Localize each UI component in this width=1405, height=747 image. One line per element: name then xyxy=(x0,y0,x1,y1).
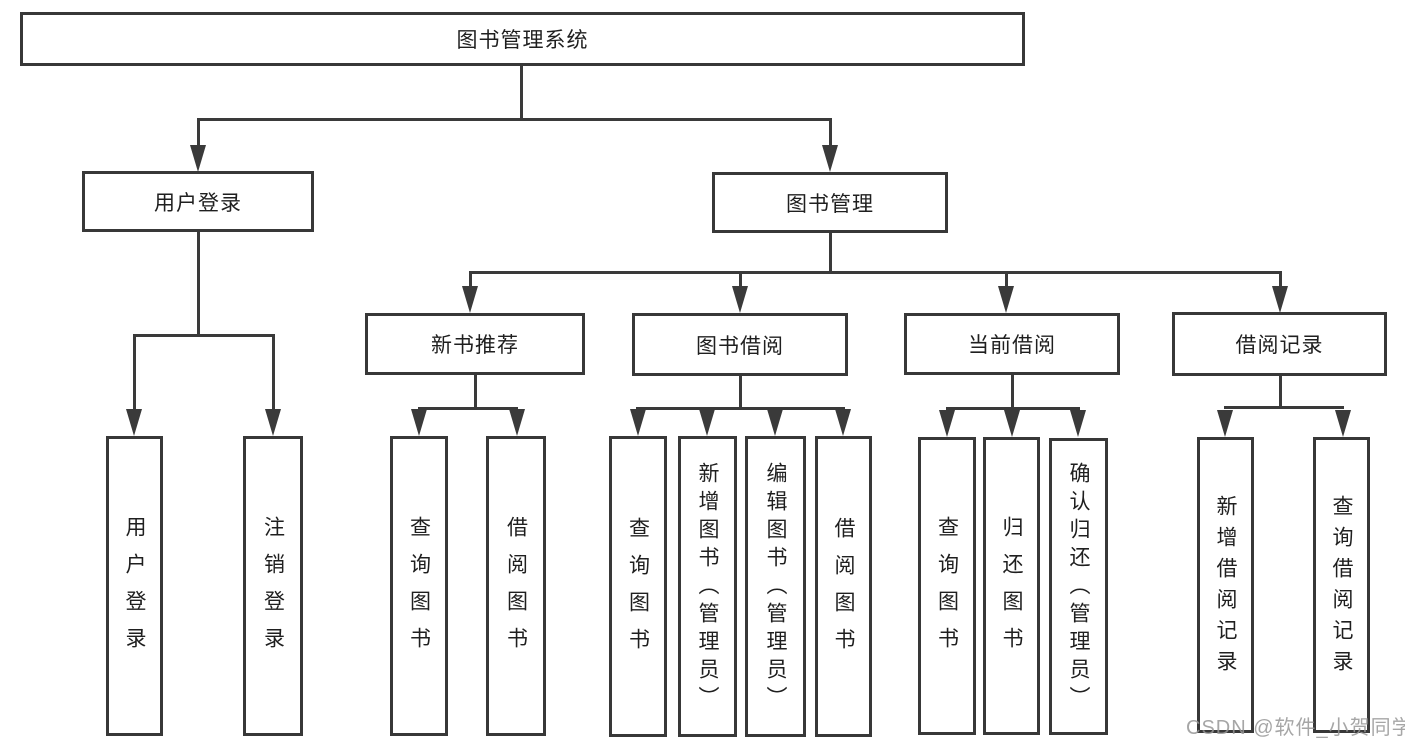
connector-user-login-stub xyxy=(197,232,200,337)
connector-record-rail xyxy=(1224,406,1344,409)
arrowhead-bb-borrow xyxy=(835,409,851,436)
leaf-cb-return-book: 归还图书 xyxy=(983,437,1040,735)
connector-current-drop xyxy=(1005,271,1008,287)
connector-level3-rail xyxy=(469,271,1282,274)
arrowhead-cb-confirm xyxy=(1070,410,1086,437)
connector-borrow-rail xyxy=(636,407,845,410)
leaf-bb-edit-book-admin: 编辑图书（管理员） xyxy=(745,436,806,737)
connector-book-mgmt-drop xyxy=(829,118,832,148)
node-root-library-system: 图书管理系统 xyxy=(20,12,1025,66)
connector-user-login-drop xyxy=(197,118,200,148)
connector-borrow-drop xyxy=(739,271,742,287)
leaf-br-add-record: 新增借阅记录 xyxy=(1197,437,1254,733)
arrowhead-borrow xyxy=(732,286,748,313)
arrowhead-newbook xyxy=(462,286,478,313)
arrowhead-newbook-borrow xyxy=(509,409,525,436)
arrowhead-bb-add xyxy=(699,409,715,436)
arrowhead-bb-query xyxy=(630,409,646,436)
leaf-logout: 注销登录 xyxy=(243,436,303,736)
leaf-user-login: 用户登录 xyxy=(106,436,163,736)
arrowhead-bb-edit xyxy=(767,409,783,436)
leaf-bb-borrow-book: 借阅图书 xyxy=(815,436,872,737)
connector-user-login-rail xyxy=(133,334,274,337)
node-user-login: 用户登录 xyxy=(82,171,314,232)
connector-login-leaf-drop xyxy=(133,334,136,412)
connector-newbook-stub xyxy=(474,375,477,410)
arrowhead-cb-query xyxy=(939,410,955,437)
connector-record-drop xyxy=(1279,271,1282,287)
node-new-book-recommend: 新书推荐 xyxy=(365,313,585,375)
arrowhead-current xyxy=(998,286,1014,313)
leaf-bb-add-book-admin: 新增图书（管理员） xyxy=(678,436,737,737)
arrowhead-br-add xyxy=(1217,410,1233,437)
arrowhead-br-query xyxy=(1335,410,1351,437)
connector-level2-rail xyxy=(197,118,832,121)
arrowhead-newbook-query xyxy=(411,409,427,436)
arrowhead-record xyxy=(1272,286,1288,313)
arrowhead-book-mgmt xyxy=(822,145,838,172)
connector-current-stub xyxy=(1011,375,1014,410)
leaf-br-query-record: 查询借阅记录 xyxy=(1313,437,1370,733)
connector-record-stub xyxy=(1279,376,1282,409)
leaf-cb-query-book: 查询图书 xyxy=(918,437,976,735)
node-book-management: 图书管理 xyxy=(712,172,948,233)
arrowhead-logout-leaf xyxy=(265,409,281,436)
connector-logout-leaf-drop xyxy=(272,334,275,412)
node-borrow-record: 借阅记录 xyxy=(1172,312,1387,376)
arrowhead-login-leaf xyxy=(126,409,142,436)
leaf-nb-borrow-book: 借阅图书 xyxy=(486,436,546,736)
connector-newbook-drop xyxy=(469,271,472,287)
connector-book-mgmt-stub xyxy=(829,233,832,274)
arrowhead-user-login xyxy=(190,145,206,172)
csdn-watermark: CSDN @软件_小贺同学 xyxy=(1186,717,1405,739)
leaf-cb-confirm-return-admin: 确认归还（管理员） xyxy=(1049,438,1108,735)
arrowhead-cb-return xyxy=(1004,410,1020,437)
connector-current-rail xyxy=(946,407,1080,410)
connector-root-stub xyxy=(520,66,523,120)
node-book-borrow: 图书借阅 xyxy=(632,313,848,376)
leaf-bb-query-book: 查询图书 xyxy=(609,436,667,737)
connector-borrow-stub xyxy=(739,376,742,410)
node-current-borrow: 当前借阅 xyxy=(904,313,1120,375)
connector-newbook-rail xyxy=(418,407,518,410)
leaf-nb-query-book: 查询图书 xyxy=(390,436,448,736)
